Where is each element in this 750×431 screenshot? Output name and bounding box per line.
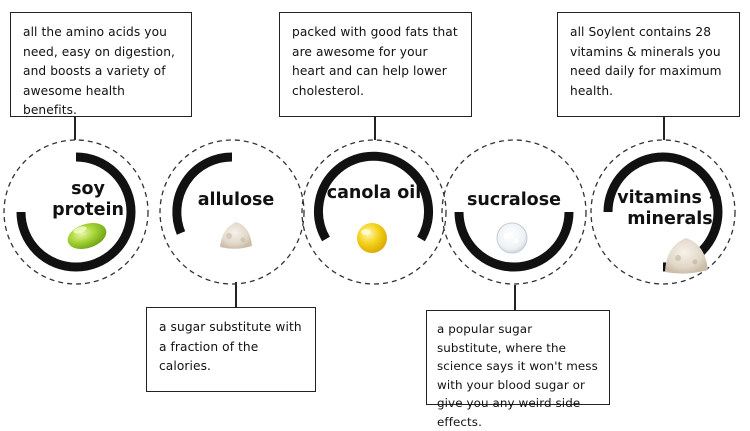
- description-box-soy-protein: all the amino acids you need, easy on di…: [10, 12, 192, 117]
- ingredient-name-canola-oil: canola oil: [327, 183, 422, 204]
- description-box-canola-oil: packed with good fats that are awesome f…: [279, 12, 472, 117]
- softgel-green-icon: [67, 223, 107, 249]
- name-line: vitamins +: [617, 188, 723, 208]
- name-line: soy: [71, 179, 105, 199]
- description-text: a sugar substitute with a fraction of th…: [159, 320, 302, 373]
- name-line: protein: [52, 200, 124, 220]
- connector-vitamins-minerals: [663, 116, 665, 140]
- connector-allulose: [235, 282, 237, 308]
- description-box-allulose: a sugar substitute with a fraction of th…: [146, 307, 316, 392]
- description-text: packed with good fats that are awesome f…: [292, 25, 458, 98]
- connector-canola-oil: [374, 116, 376, 140]
- connector-sucralose: [514, 285, 516, 311]
- description-text: a popular sugar substitute, where the sc…: [437, 322, 598, 429]
- name-line: sucralose: [467, 190, 561, 210]
- ring-canola-oil: [301, 139, 447, 285]
- ingredient-name-soy-protein: soy protein: [52, 179, 124, 221]
- description-box-vitamins-minerals: all Soylent contains 28 vitamins & miner…: [557, 12, 740, 117]
- clear-crystal-drop-icon: [496, 222, 528, 254]
- description-box-sucralose: a popular sugar substitute, where the sc…: [426, 310, 610, 429]
- description-text: all Soylent contains 28 vitamins & miner…: [570, 25, 722, 98]
- ring-allulose: [159, 139, 305, 285]
- description-text: all the amino acids you need, easy on di…: [23, 25, 175, 117]
- white-powder-icon: [220, 222, 252, 249]
- name-line: allulose: [197, 190, 275, 210]
- ingredient-rings: [3, 139, 736, 285]
- name-line: canola oil: [326, 183, 422, 203]
- ring-sucralose: [441, 139, 587, 285]
- connector-soy-protein: [74, 116, 76, 140]
- beige-powder-icon: [665, 238, 708, 274]
- ingredient-name-allulose: allulose: [198, 190, 275, 211]
- ingredient-name-vitamins-minerals: vitamins + minerals: [617, 188, 722, 230]
- oil-drop-yellow-icon: [357, 223, 387, 253]
- name-line: minerals: [627, 209, 713, 229]
- ring-soy-protein: [3, 139, 149, 285]
- ingredient-name-sucralose: sucralose: [467, 190, 561, 211]
